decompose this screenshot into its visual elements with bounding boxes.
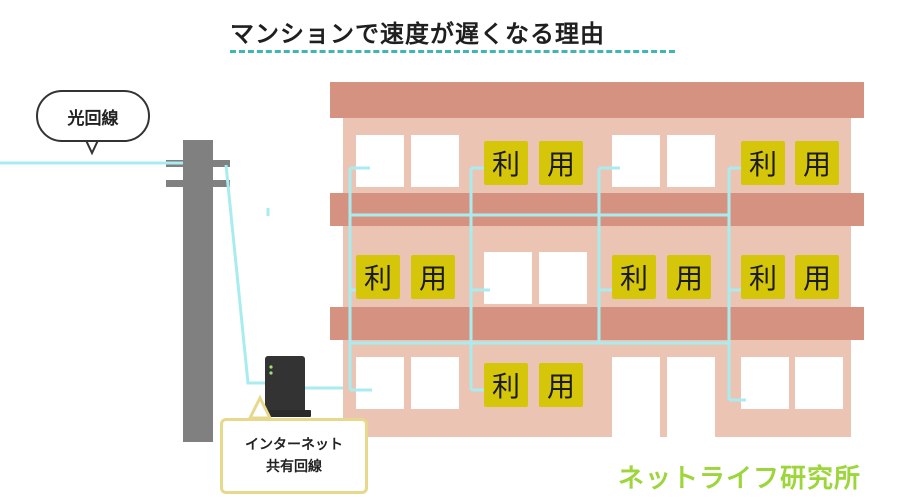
window [411, 135, 459, 187]
usage-marker-char: 利 [356, 255, 400, 299]
fiber-line-text: 光回線 [67, 108, 119, 129]
bubble-tail-cover [84, 133, 100, 138]
floor-band-upper [330, 193, 864, 226]
usage-marker-char: 利 [484, 141, 528, 185]
window [539, 252, 587, 304]
window [612, 135, 660, 187]
brand-logo: ネットライフ研究所 [618, 464, 862, 494]
page-title: マンションで速度が遅くなる理由 [230, 20, 605, 48]
router-icon [259, 356, 311, 417]
shared-line-label: インターネット 共有回線 [220, 418, 368, 494]
window [484, 252, 532, 304]
window [667, 135, 715, 187]
title-underline [230, 50, 675, 53]
floor-band-lower [330, 307, 864, 340]
window [741, 357, 789, 409]
usage-marker-char: 用 [411, 255, 455, 299]
usage-marker-char: 利 [612, 255, 656, 299]
usage-marker-char: 用 [795, 255, 839, 299]
window [356, 357, 404, 409]
fiber-line-label: 光回線 [36, 90, 150, 142]
usage-marker-char: 利 [741, 141, 785, 185]
entrance-door [667, 357, 715, 437]
usage-marker-char: 利 [484, 363, 528, 407]
usage-marker-char: 利 [741, 255, 785, 299]
usage-marker-char: 用 [667, 255, 711, 299]
window [411, 357, 459, 409]
usage-marker-char: 用 [539, 363, 583, 407]
utility-pole [183, 140, 213, 442]
usage-marker-char: 用 [539, 141, 583, 185]
shared-line-text-2: 共有回線 [266, 459, 322, 475]
roof-band [330, 82, 864, 118]
window [356, 135, 404, 187]
entrance-door [612, 357, 660, 437]
shared-line-text-1: インターネット [245, 437, 343, 453]
fiber-cables [0, 161, 746, 402]
pole-crossbar-top [166, 160, 230, 167]
usage-marker-char: 用 [795, 141, 839, 185]
window [795, 357, 843, 409]
pole-crossbar-bottom [166, 180, 230, 187]
fiber-line-to-router [224, 164, 268, 385]
